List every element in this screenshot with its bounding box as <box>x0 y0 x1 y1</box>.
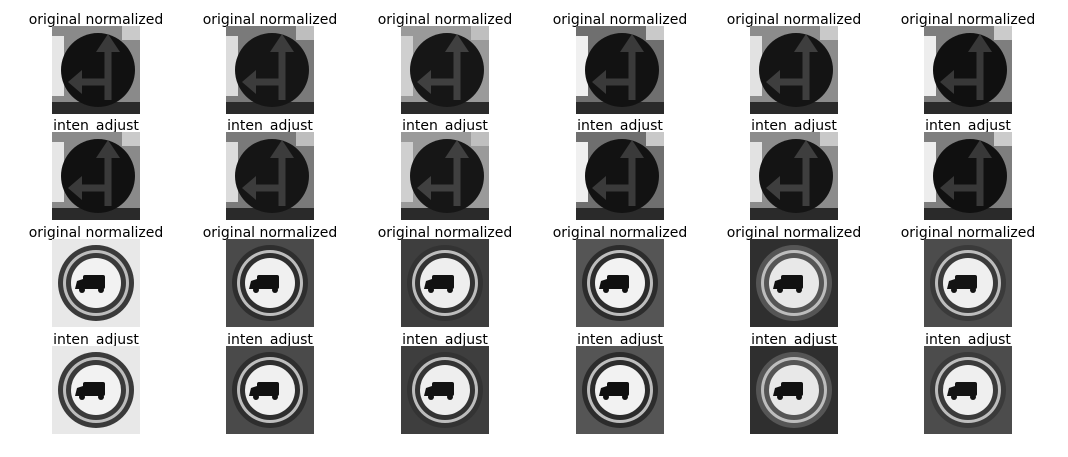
image-cell: original normalized <box>707 12 881 118</box>
image-cell: original normalized <box>358 12 532 118</box>
image-cell: original normalized <box>881 225 1055 331</box>
no-trucks-sign-image <box>924 346 1012 434</box>
image-title: inten_adjust <box>577 332 663 348</box>
image-cell: original normalized <box>183 12 357 118</box>
no-trucks-sign-image <box>750 346 838 434</box>
image-cell: inten_adjust <box>183 332 357 438</box>
image-title: original normalized <box>28 12 164 28</box>
image-cell: original normalized <box>9 225 183 331</box>
image-title: inten_adjust <box>925 118 1011 134</box>
straight-or-left-sign-image <box>924 132 1012 220</box>
image-title: original normalized <box>28 225 164 241</box>
image-title: original normalized <box>900 225 1036 241</box>
image-title: inten_adjust <box>227 118 313 134</box>
image-title: inten_adjust <box>227 332 313 348</box>
image-title: original normalized <box>900 12 1036 28</box>
image-title: inten_adjust <box>53 118 139 134</box>
image-cell: inten_adjust <box>9 332 183 438</box>
image-cell: inten_adjust <box>533 118 707 224</box>
straight-or-left-sign-image <box>401 26 489 114</box>
image-cell: inten_adjust <box>707 332 881 438</box>
image-cell: original normalized <box>533 12 707 118</box>
image-title: inten_adjust <box>751 118 837 134</box>
no-trucks-sign-image <box>52 346 140 434</box>
image-title: original normalized <box>202 12 338 28</box>
no-trucks-sign-image <box>576 239 664 327</box>
straight-or-left-sign-image <box>576 26 664 114</box>
image-cell: inten_adjust <box>358 332 532 438</box>
straight-or-left-sign-image <box>52 132 140 220</box>
no-trucks-sign-image <box>226 346 314 434</box>
straight-or-left-sign-image <box>924 26 1012 114</box>
image-title: original normalized <box>552 12 688 28</box>
image-cell: inten_adjust <box>707 118 881 224</box>
image-cell: original normalized <box>707 225 881 331</box>
image-cell: inten_adjust <box>881 332 1055 438</box>
straight-or-left-sign-image <box>226 26 314 114</box>
no-trucks-sign-image <box>924 239 1012 327</box>
no-trucks-sign-image <box>226 239 314 327</box>
image-cell: original normalized <box>358 225 532 331</box>
image-cell: original normalized <box>9 12 183 118</box>
no-trucks-sign-image <box>576 346 664 434</box>
straight-or-left-sign-image <box>750 132 838 220</box>
image-title: original normalized <box>726 12 862 28</box>
straight-or-left-sign-image <box>401 132 489 220</box>
image-cell: original normalized <box>183 225 357 331</box>
straight-or-left-sign-image <box>226 132 314 220</box>
image-cell: inten_adjust <box>533 332 707 438</box>
image-title: original normalized <box>377 225 513 241</box>
no-trucks-sign-image <box>750 239 838 327</box>
straight-or-left-sign-image <box>52 26 140 114</box>
image-title: inten_adjust <box>53 332 139 348</box>
no-trucks-sign-image <box>401 239 489 327</box>
image-title: original normalized <box>202 225 338 241</box>
image-cell: inten_adjust <box>358 118 532 224</box>
image-title: inten_adjust <box>577 118 663 134</box>
image-title: original normalized <box>377 12 513 28</box>
image-cell: inten_adjust <box>183 118 357 224</box>
image-title: inten_adjust <box>402 332 488 348</box>
no-trucks-sign-image <box>401 346 489 434</box>
image-cell: original normalized <box>533 225 707 331</box>
straight-or-left-sign-image <box>576 132 664 220</box>
image-title: inten_adjust <box>402 118 488 134</box>
image-cell: inten_adjust <box>881 118 1055 224</box>
image-title: inten_adjust <box>925 332 1011 348</box>
no-trucks-sign-image <box>52 239 140 327</box>
image-cell: original normalized <box>881 12 1055 118</box>
straight-or-left-sign-image <box>750 26 838 114</box>
image-title: original normalized <box>552 225 688 241</box>
image-title: original normalized <box>726 225 862 241</box>
image-title: inten_adjust <box>751 332 837 348</box>
image-cell: inten_adjust <box>9 118 183 224</box>
